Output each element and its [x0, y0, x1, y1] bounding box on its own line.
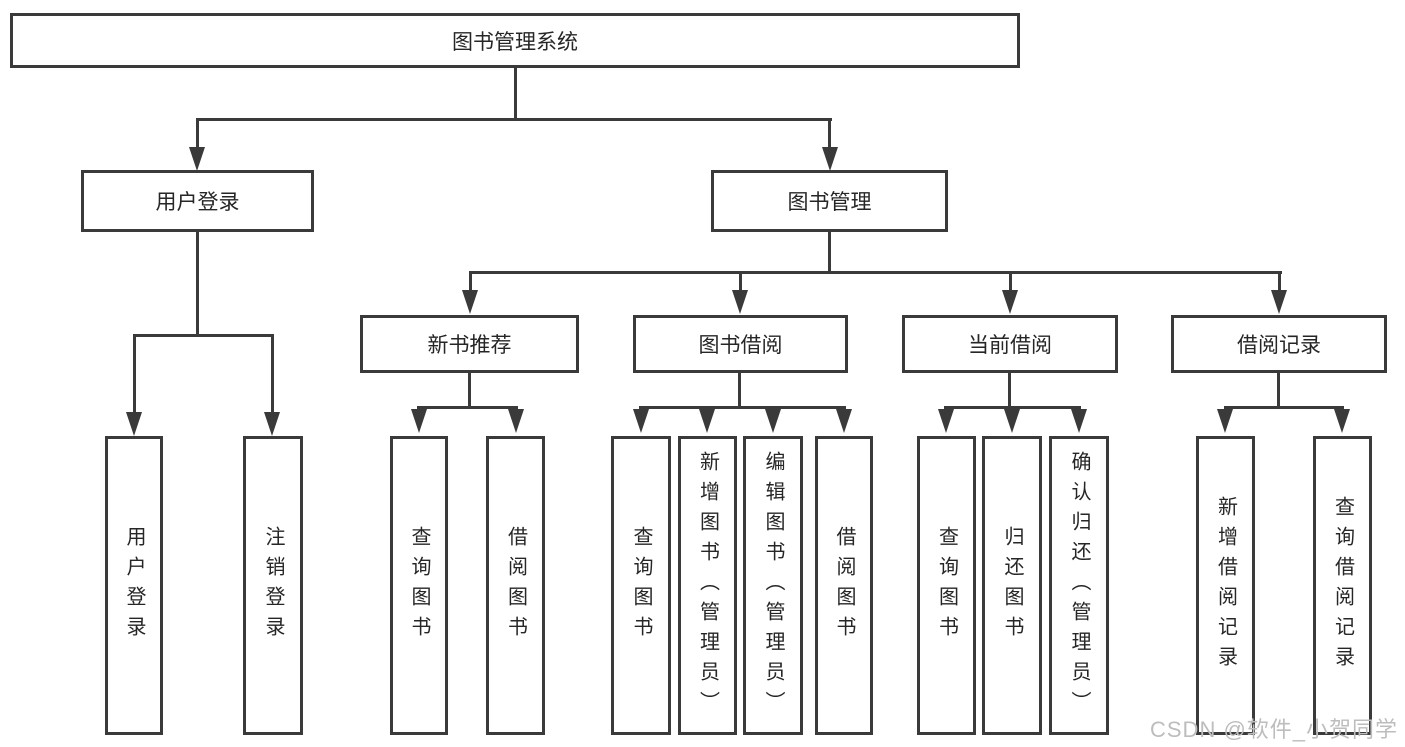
connector-root-crossbar — [196, 118, 832, 121]
arrowhead-down-icon — [1004, 409, 1020, 433]
node-label: 图书管理系统 — [452, 30, 578, 54]
leaf-add-borrow-record: 新增借阅记录 — [1196, 436, 1255, 735]
arrowhead-down-icon — [1271, 290, 1287, 314]
connector-book-mgmt-crossbar — [469, 271, 1282, 274]
node-library-management-system: 图书管理系统 — [10, 13, 1020, 68]
arrowhead-down-icon — [411, 409, 427, 433]
node-label: 当前借阅 — [968, 334, 1052, 357]
node-label: 归还图书 — [1001, 525, 1023, 646]
csdn-watermark: CSDN @软件_小贺同学 — [1150, 717, 1399, 742]
leaf-add-books-admin: 新增图书（管理员） — [678, 436, 737, 735]
node-label: 查询借阅记录 — [1331, 495, 1354, 676]
node-book-borrow: 图书借阅 — [633, 315, 848, 373]
node-label: 借阅图书 — [504, 525, 527, 646]
node-label: 用户登录 — [155, 191, 240, 214]
node-label: 图书借阅 — [698, 334, 783, 357]
leaf-user-login: 用户登录 — [105, 436, 163, 735]
leaf-return-books: 归还图书 — [982, 436, 1042, 735]
leaf-query-borrow-record: 查询借阅记录 — [1313, 436, 1372, 735]
connector-user-login-left-drop — [133, 334, 136, 414]
node-label: 借阅图书 — [833, 525, 855, 646]
node-label: 查询图书 — [935, 525, 958, 646]
node-label: 借阅记录 — [1237, 334, 1321, 357]
node-label: 编辑图书（管理员） — [762, 450, 784, 721]
arrowhead-down-icon — [699, 409, 715, 433]
node-label: 查询图书 — [408, 525, 430, 646]
arrowhead-down-icon — [1334, 409, 1350, 433]
arrowhead-down-icon — [822, 147, 838, 171]
node-borrow-records: 借阅记录 — [1171, 315, 1387, 373]
leaf-recommend-borrow-books: 借阅图书 — [486, 436, 545, 735]
arrowhead-down-icon — [1002, 290, 1018, 314]
node-label: 确认归还（管理员） — [1068, 450, 1090, 721]
arrowhead-down-icon — [462, 290, 478, 314]
arrowhead-down-icon — [633, 409, 649, 433]
connector-new-book-crossbar — [417, 406, 518, 409]
leaf-borrow-query-books: 查询图书 — [611, 436, 671, 735]
connector-current-borrow-crossbar — [944, 406, 1081, 409]
connector-new-book-stem — [468, 373, 471, 409]
arrowhead-down-icon — [836, 409, 852, 433]
arrowhead-down-icon — [1071, 409, 1087, 433]
arrowhead-down-icon — [732, 290, 748, 314]
arrowhead-down-icon — [1217, 409, 1233, 433]
leaf-current-query-books: 查询图书 — [917, 436, 976, 735]
connector-root-right-drop — [828, 118, 831, 152]
node-new-book-recommend: 新书推荐 — [360, 315, 579, 373]
arrowhead-down-icon — [126, 412, 142, 436]
node-label: 新书推荐 — [427, 334, 512, 357]
connector-root-left-drop — [196, 118, 199, 152]
node-label: 新增图书（管理员） — [696, 450, 719, 721]
node-user-login: 用户登录 — [81, 170, 314, 232]
leaf-confirm-return-admin: 确认归还（管理员） — [1049, 436, 1109, 735]
leaf-edit-books-admin: 编辑图书（管理员） — [743, 436, 803, 735]
connector-book-mgmt-drop-4 — [1278, 271, 1281, 293]
node-label: 用户登录 — [123, 525, 145, 646]
arrowhead-down-icon — [189, 147, 205, 171]
connector-book-borrow-crossbar — [639, 406, 846, 409]
node-label: 查询图书 — [630, 525, 652, 646]
connector-book-mgmt-drop-1 — [469, 271, 472, 293]
arrowhead-down-icon — [264, 412, 280, 436]
connector-user-login-right-drop — [271, 334, 274, 414]
connector-current-borrow-stem — [1008, 373, 1011, 409]
node-current-borrow: 当前借阅 — [902, 315, 1118, 373]
node-label: 图书管理 — [787, 191, 872, 214]
node-label: 新增借阅记录 — [1214, 495, 1237, 676]
connector-root-stem — [514, 68, 517, 120]
arrowhead-down-icon — [765, 409, 781, 433]
connector-book-mgmt-drop-3 — [1009, 271, 1012, 293]
arrowhead-down-icon — [938, 409, 954, 433]
connector-user-login-crossbar — [133, 334, 274, 337]
arrowhead-down-icon — [508, 409, 524, 433]
connector-user-login-stem — [196, 232, 199, 337]
connector-borrow-records-crossbar — [1224, 406, 1344, 409]
connector-book-mgmt-drop-2 — [739, 271, 742, 293]
node-book-management: 图书管理 — [711, 170, 948, 232]
leaf-logout: 注销登录 — [243, 436, 303, 735]
connector-borrow-records-stem — [1277, 373, 1280, 409]
node-label: 注销登录 — [262, 525, 284, 646]
connector-book-borrow-stem — [738, 373, 741, 409]
connector-book-mgmt-stem — [828, 232, 831, 274]
leaf-borrow-books: 借阅图书 — [815, 436, 873, 735]
leaf-recommend-query-books: 查询图书 — [390, 436, 448, 735]
